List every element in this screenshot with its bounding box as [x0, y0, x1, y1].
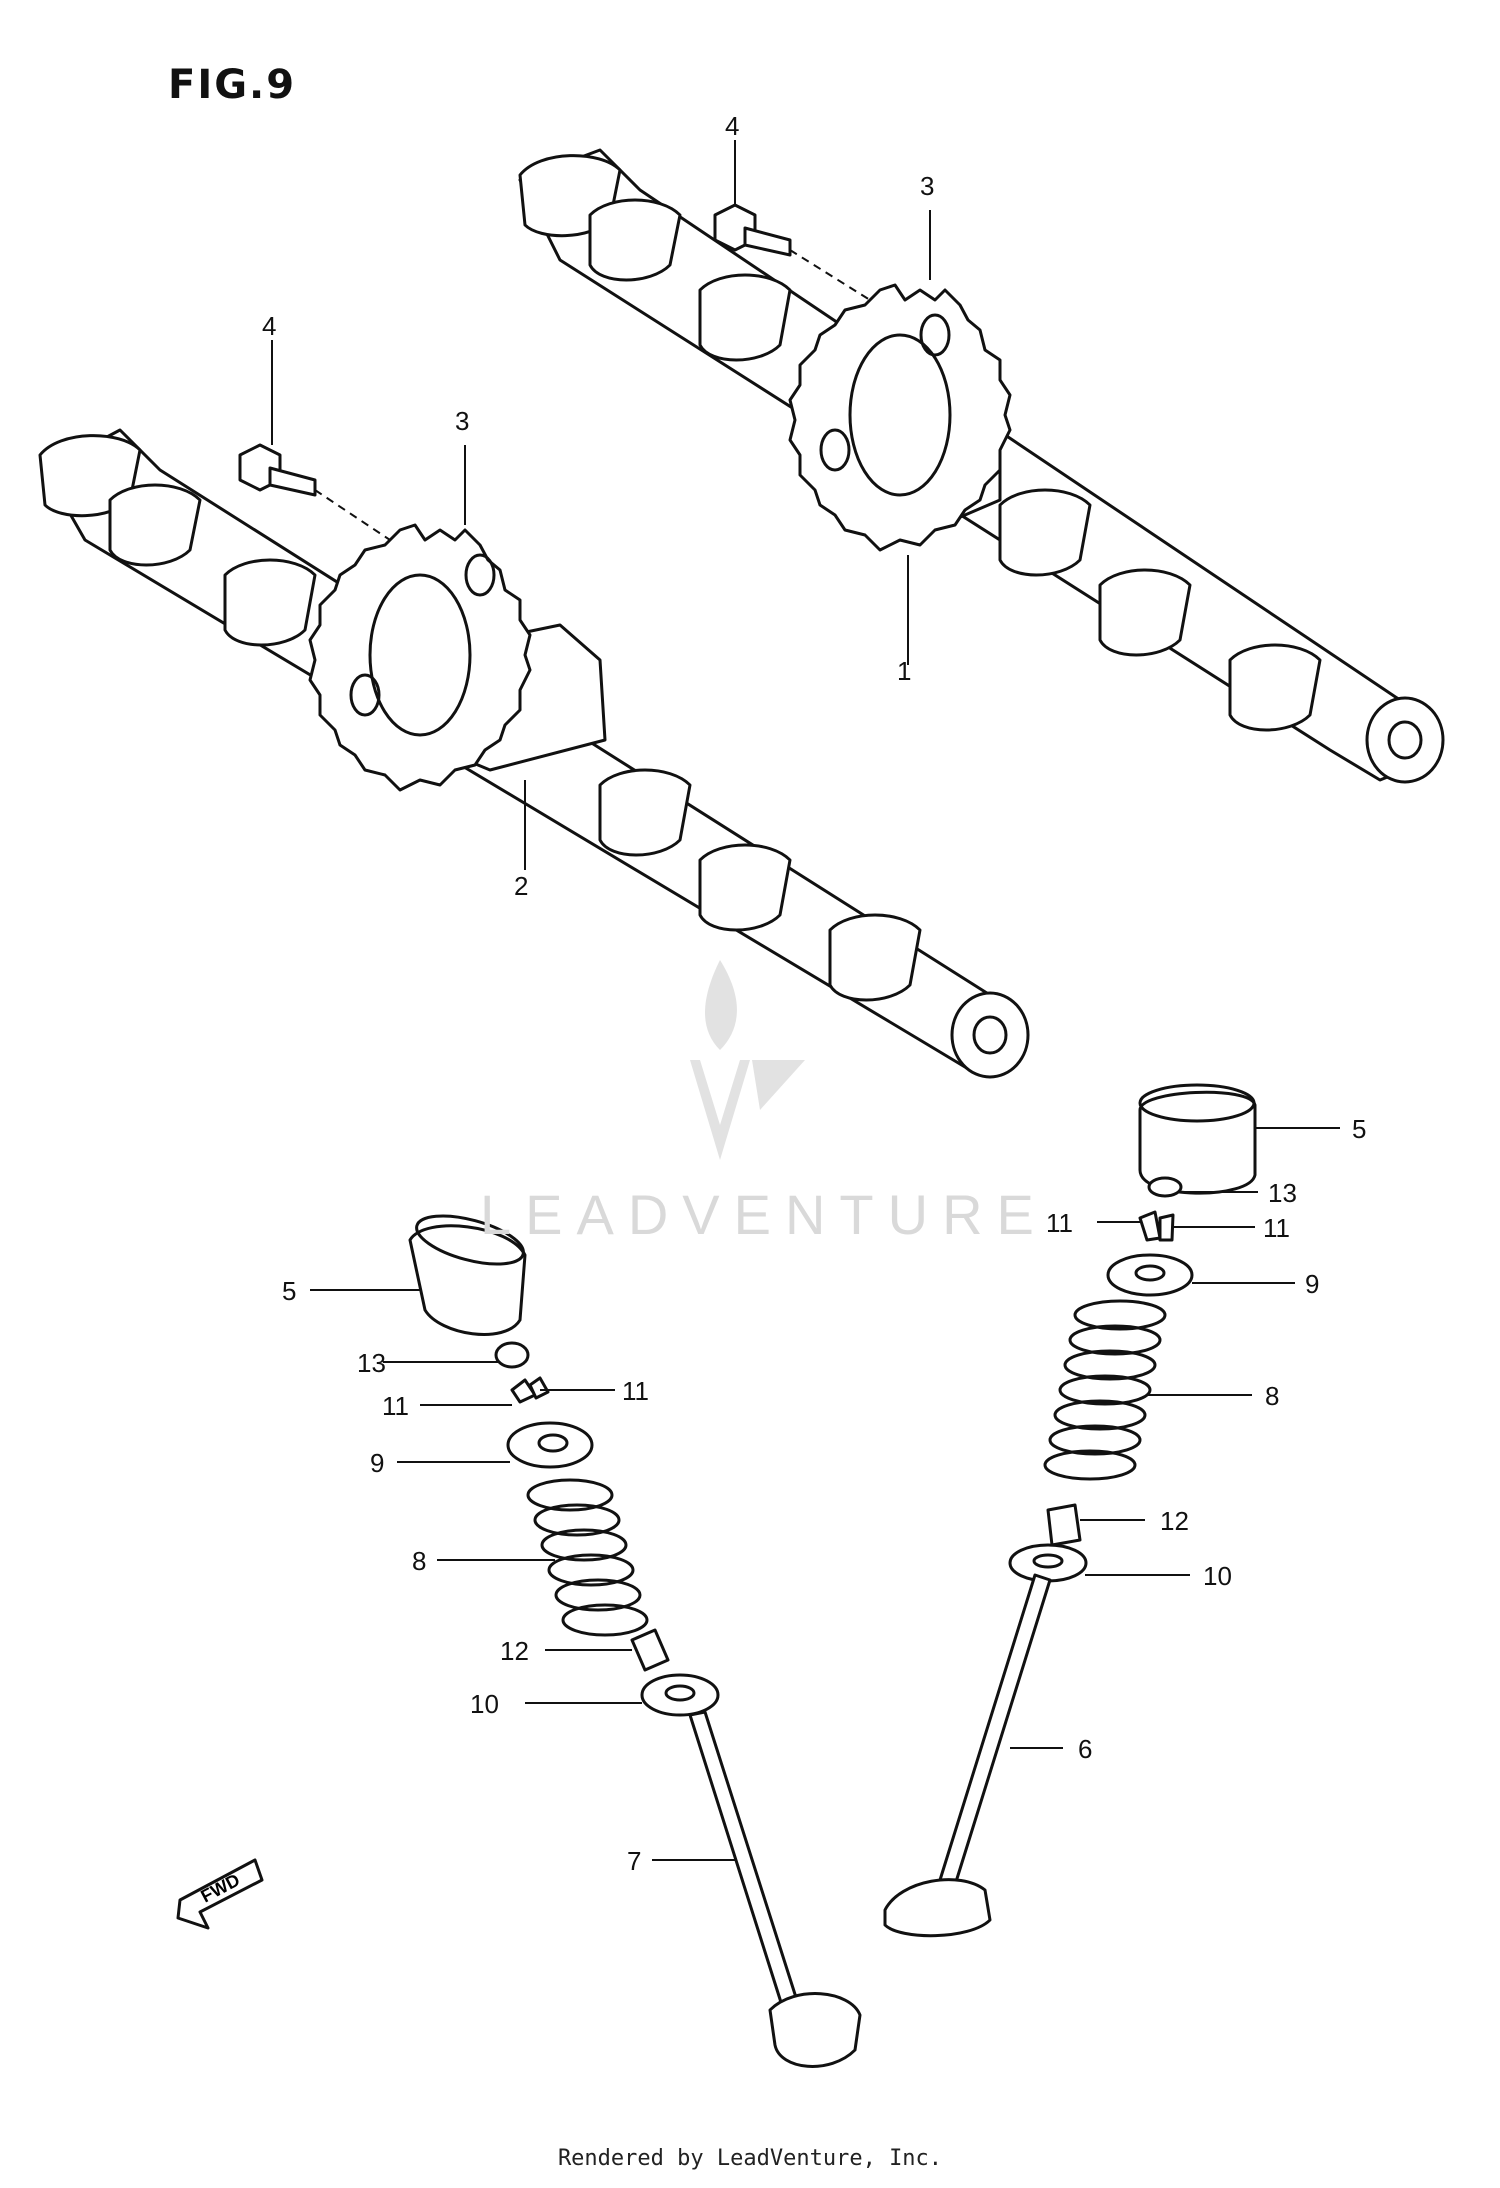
cam-sprocket-exhaust — [788, 283, 1012, 552]
callout-11-left-b: 11 — [622, 1376, 649, 1406]
callout-5-right: 5 — [1352, 1114, 1366, 1144]
leader-lines — [271, 140, 1340, 1861]
callout-4-upper: 4 — [725, 111, 739, 141]
shim-left — [494, 1341, 530, 1369]
callout-5-left: 5 — [282, 1276, 296, 1306]
callout-2: 2 — [514, 871, 528, 901]
footer-credit: Rendered by LeadVenture, Inc. — [557, 2146, 943, 2171]
callout-12-left: 12 — [500, 1636, 529, 1666]
callout-13-right: 13 — [1268, 1178, 1297, 1208]
spring-seat-right — [1008, 1543, 1088, 1583]
callout-7: 7 — [627, 1846, 641, 1876]
callout-9-right: 9 — [1305, 1269, 1319, 1299]
watermark-text: LEADVENTURE — [480, 1183, 1048, 1246]
callout-labels: 1 2 3 3 4 4 5 5 6 7 8 8 9 9 10 10 11 11 … — [262, 111, 1366, 1876]
fwd-arrow-icon: FWD — [176, 1858, 264, 1930]
shim-right — [1147, 1176, 1183, 1198]
valve-exhaust — [883, 1573, 1052, 1938]
leadventure-watermark-logo — [690, 960, 805, 1160]
valve-spring-left — [526, 1478, 649, 1637]
spring-seat-left — [640, 1673, 720, 1717]
callout-11-left-a: 11 — [382, 1391, 409, 1421]
spring-retainer-left — [506, 1421, 594, 1469]
callout-8-right: 8 — [1265, 1381, 1279, 1411]
cotter-left — [510, 1376, 550, 1404]
callout-8-left: 8 — [412, 1546, 426, 1576]
callout-9-left: 9 — [370, 1448, 384, 1478]
cotter-right — [1138, 1210, 1175, 1242]
callout-11-right-a: 11 — [1046, 1208, 1073, 1238]
cam-sprocket-intake — [308, 523, 532, 792]
callout-6: 6 — [1078, 1734, 1092, 1764]
valve-intake — [688, 1710, 862, 2068]
callout-10-left: 10 — [470, 1689, 499, 1719]
valve-stem-seal-right — [1046, 1503, 1082, 1547]
valve-stem-seal-left — [630, 1628, 670, 1672]
figure-title: FIG.9 — [168, 62, 297, 108]
callout-12-right: 12 — [1160, 1506, 1189, 1536]
spring-retainer-right — [1106, 1253, 1194, 1297]
valve-spring-right — [1043, 1299, 1167, 1481]
callout-10-right: 10 — [1203, 1561, 1232, 1591]
callout-13-left: 13 — [357, 1348, 386, 1378]
tappet-right — [1138, 1083, 1257, 1195]
callout-3-lower: 3 — [455, 406, 469, 436]
sprocket-bolt-intake — [238, 443, 391, 541]
callout-3-upper: 3 — [920, 171, 934, 201]
callout-11-right-b: 11 — [1263, 1213, 1290, 1243]
tappet-left — [408, 1214, 527, 1336]
callout-4-lower: 4 — [262, 311, 276, 341]
callout-1: 1 — [897, 656, 911, 686]
